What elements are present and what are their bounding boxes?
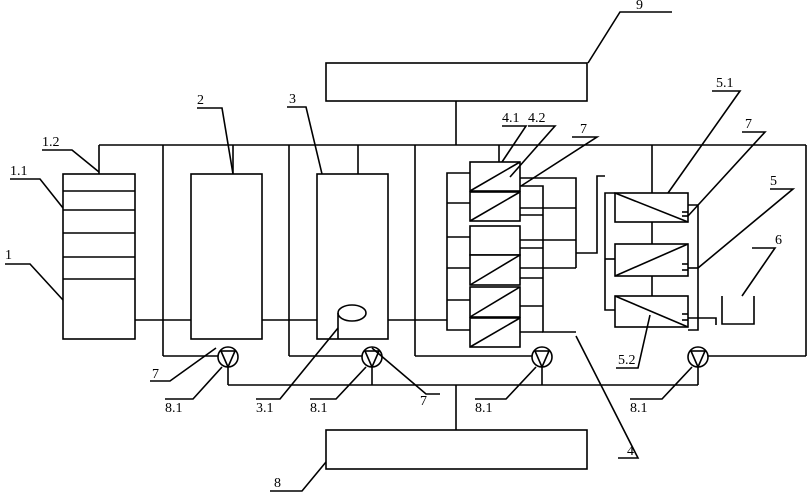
membrane-module-4-3 <box>469 225 521 256</box>
label-1-1: 1.1 <box>10 164 28 179</box>
label-4-1: 4.1 <box>502 111 520 126</box>
label-1-2: 1.2 <box>42 135 60 150</box>
label-5: 5 <box>770 174 777 189</box>
label-7-module5: 7 <box>745 117 752 132</box>
unit-1-stack <box>62 173 136 340</box>
label-6: 6 <box>775 233 782 248</box>
bottom-bus-lines <box>163 355 806 430</box>
label-7-unit2: 7 <box>152 367 159 382</box>
label-3: 3 <box>289 92 296 107</box>
unit-5-membrane-modules <box>604 192 717 331</box>
unit-9-box <box>325 62 588 102</box>
label-8-1-pump2: 8.1 <box>310 401 328 416</box>
pump-8-1-1 <box>217 346 239 369</box>
label-8-1-pump3: 8.1 <box>475 401 493 416</box>
label-1: 1 <box>5 248 12 263</box>
pumps-8-1 <box>217 346 709 369</box>
process-line <box>135 313 447 339</box>
leader-lines <box>5 11 796 492</box>
label-8: 8 <box>274 476 281 491</box>
unit-4-membrane-bank <box>446 161 605 348</box>
pump-8-1-2 <box>361 346 383 369</box>
label-8-1-pump4: 8.1 <box>630 401 648 416</box>
unit-2-tank <box>190 173 263 340</box>
label-3-1: 3.1 <box>256 401 274 416</box>
labels: 1 1.1 1.2 2 3 3.1 4 4.1 4.2 5 5.1 5.2 6 … <box>5 0 782 491</box>
pump-8-1-3 <box>531 346 553 369</box>
unit-6-tank <box>721 296 755 325</box>
label-8-1-pump1: 8.1 <box>165 401 183 416</box>
label-2: 2 <box>197 93 204 108</box>
label-5-2: 5.2 <box>618 353 636 368</box>
label-7-module4: 7 <box>580 122 587 137</box>
top-bus-lines <box>98 101 807 356</box>
pump-8-1-4 <box>687 346 709 369</box>
label-9: 9 <box>636 0 643 13</box>
unit-8-box <box>325 429 588 470</box>
label-5-1: 5.1 <box>716 76 734 91</box>
label-7-unit3: 7 <box>420 394 427 409</box>
label-4: 4 <box>627 444 634 459</box>
element-3-1-ellipse <box>337 304 367 322</box>
label-4-2: 4.2 <box>528 111 546 126</box>
